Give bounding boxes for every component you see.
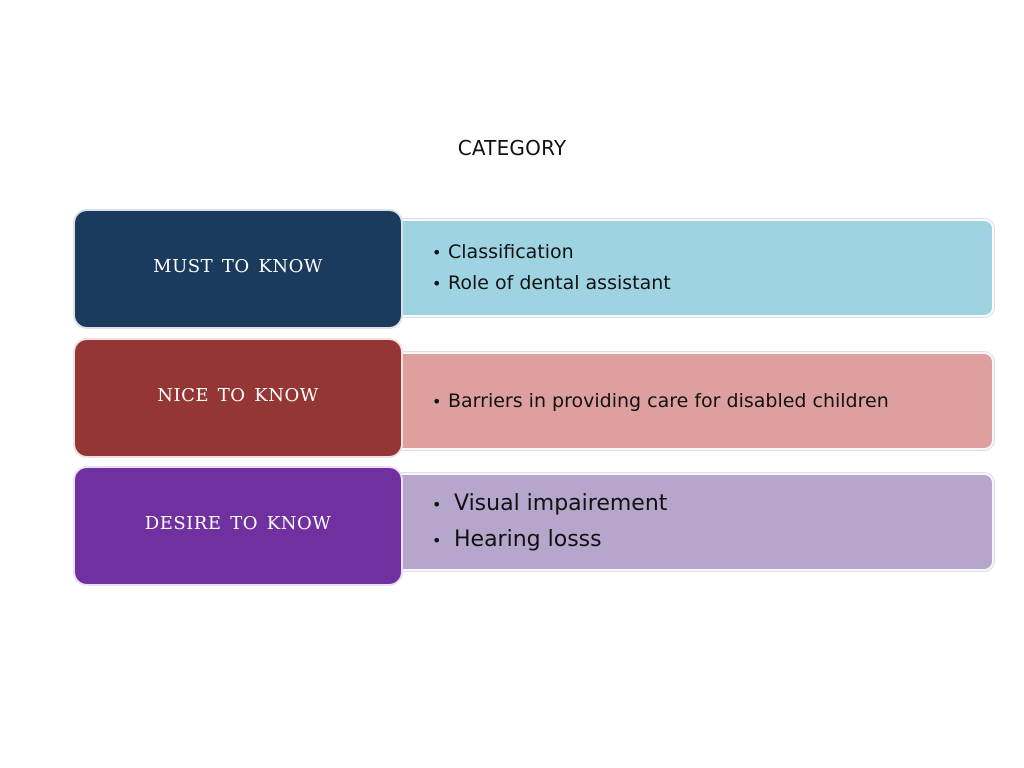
bullet-icon: • xyxy=(432,243,442,262)
bullet-icon: • xyxy=(432,391,442,411)
category-label-nice: NICE TO KNOW xyxy=(73,338,403,458)
list-item: • Barriers in providing care for disabled… xyxy=(432,386,992,417)
list-item-text: Visual impairement xyxy=(454,491,668,516)
slide-title: CATEGORY xyxy=(457,136,567,160)
list-item-text: Barriers in providing care for disabled … xyxy=(448,389,889,412)
content-box-must: • Classification • Role of dental assistan… xyxy=(390,219,994,317)
category-label-desire: DESIRE TO KNOW xyxy=(73,466,403,586)
content-box-nice: • Barriers in providing care for disabled… xyxy=(390,352,994,450)
list-item: • Classification xyxy=(432,237,992,268)
list-item: • Hearing losss xyxy=(432,522,992,558)
bullet-icon: • xyxy=(432,531,442,550)
category-row-desire: • Visual impairement • Hearing losss DESIR… xyxy=(0,466,1024,586)
list-item-text: Role of dental assistant xyxy=(448,272,671,294)
list-item-text: Hearing losss xyxy=(454,527,602,552)
bullet-list: • Visual impairement • Hearing losss xyxy=(432,486,992,558)
bullet-icon: • xyxy=(432,274,442,293)
bullet-icon: • xyxy=(432,495,442,514)
bullet-list: • Barriers in providing care for disabled… xyxy=(432,386,992,417)
category-row-nice: • Barriers in providing care for disabled… xyxy=(0,338,1024,458)
category-label-must: MUST TO KNOW xyxy=(73,209,403,329)
category-row-must: • Classification • Role of dental assistan… xyxy=(0,209,1024,329)
content-box-desire: • Visual impairement • Hearing losss xyxy=(390,473,994,571)
list-item: • Visual impairement xyxy=(432,486,992,522)
bullet-list: • Classification • Role of dental assistan… xyxy=(432,237,992,299)
list-item: • Role of dental assistant xyxy=(432,268,992,299)
list-item-text: Classification xyxy=(448,241,574,263)
